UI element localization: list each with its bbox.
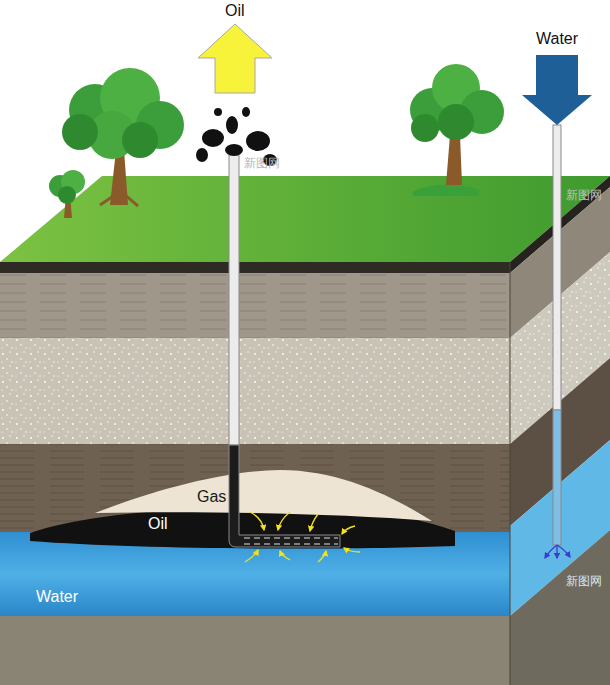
input-label: Water — [536, 30, 578, 48]
watermark: 新图网 — [566, 575, 602, 589]
oil-zone: Oil — [144, 513, 172, 535]
gas-cap: Gas — [193, 486, 230, 508]
water-layer: Water — [32, 586, 82, 608]
watermark: 新图网 — [566, 189, 602, 203]
watermark: 新图网 — [244, 157, 280, 171]
region-label: Water — [36, 588, 78, 606]
region-label: Gas — [197, 488, 226, 506]
region-label: Oil — [148, 515, 168, 533]
output-label: Oil — [225, 2, 245, 20]
